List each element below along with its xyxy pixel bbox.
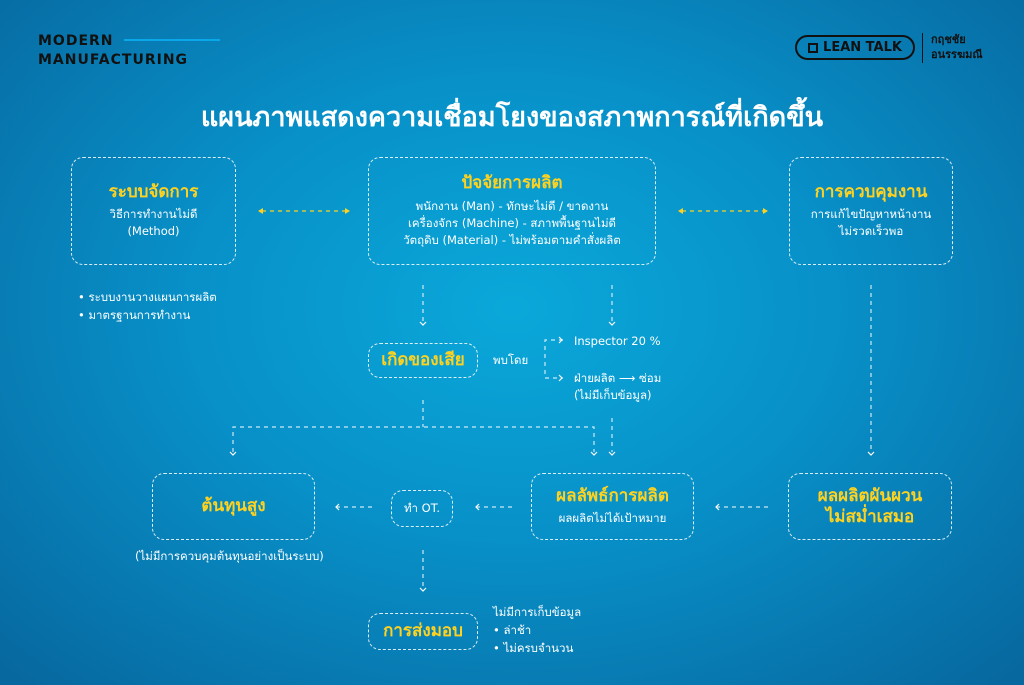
delivery-notes: ไม่มีการเก็บข้อมูล • ล่าช้า • ไม่ครบจำนว… (493, 603, 581, 657)
list-item: • ไม่ครบจำนวน (493, 641, 574, 655)
white-links (232, 285, 872, 588)
author: กฤชชัย อนรรฆมณี (931, 32, 983, 62)
brand: MODERN MANUFACTURING (38, 32, 220, 70)
control-line2: ไม่รวดเร็วพอ (838, 224, 904, 239)
list-item: • ล่าช้า (493, 623, 532, 637)
factors-box: ปัจจัยการผลิต พนักงาน (Man) - ทักษะไม่ดี… (368, 157, 656, 265)
cost-note: (ไม่มีการควบคุมต้นทุนอย่างเป็นระบบ) (135, 549, 324, 563)
management-box: ระบบจัดการ วิธีการทำงานไม่ดี (Method) (71, 157, 236, 265)
delivery-title: การส่งมอบ (383, 621, 463, 642)
waste-box: เกิดของเสีย (368, 343, 478, 378)
factor-machine: เครื่องจักร (Machine) - สภาพพื้นฐานไม่ดี (407, 215, 616, 230)
control-line1: การแก้ไขปัญหาหน้างาน (810, 207, 932, 222)
logo-text: LEAN TALK (823, 40, 902, 55)
result-line1: ผลผลิตไม่ได้เป้าหมาย (558, 510, 667, 525)
logo-divider (922, 33, 923, 63)
white-arrowheads (229, 321, 875, 592)
control-box: การควบคุมงาน การแก้ไขปัญหาหน้างาน ไม่รวด… (789, 157, 953, 265)
page-title: แผนภาพแสดงความเชื่อมโยงของสภาพการณ์ที่เก… (200, 102, 824, 133)
cost-box: ต้นทุนสูง (152, 473, 315, 540)
author-line2: อนรรฆมณี (931, 48, 983, 61)
management-line1: วิธีการทำงานไม่ดี (109, 207, 198, 222)
management-bullets: • ระบบงานวางแผนการผลิต • มาตรฐานการทำงาน (78, 288, 217, 324)
lean-talk-logo: LEAN TALK (795, 35, 915, 60)
logo-mark-icon (808, 42, 819, 53)
yellow-arrowheads (258, 208, 768, 214)
factor-material: วัตถุดิบ (Material) - ไม่พร้อมตามคำสั่งผ… (403, 232, 621, 247)
cost-title: ต้นทุนสูง (201, 496, 266, 517)
production-note: (ไม่มีเก็บข้อมูล) (574, 388, 652, 402)
delivery-note: ไม่มีการเก็บข้อมูล (493, 605, 582, 619)
ot-box: ทำ OT. (391, 490, 453, 527)
author-line1: กฤชชัย (931, 33, 966, 46)
fluctuation-box: ผลผลิตผันผวน ไม่สม่ำเสมอ (788, 473, 952, 540)
delivery-box: การส่งมอบ (368, 613, 478, 650)
inspector-label: Inspector 20 % (574, 334, 661, 348)
factor-man: พนักงาน (Man) - ทักษะไม่ดี / ขาดงาน (415, 198, 609, 213)
waste-title: เกิดของเสีย (381, 350, 465, 371)
list-item: • มาตรฐานการทำงาน (78, 308, 191, 322)
result-title: ผลลัพธ์การผลิต (556, 486, 669, 507)
result-box: ผลลัพธ์การผลิต ผลผลิตไม่ได้เป้าหมาย (531, 473, 694, 540)
brand-rule (124, 39, 220, 41)
management-line2: (Method) (127, 224, 180, 239)
production-label: ฝ่ายผลิต ⟶ ซ่อม (574, 371, 662, 385)
brand-line2: MANUFACTURING (38, 52, 189, 68)
found-by-label: พบโดย (493, 353, 529, 367)
ot-label: ทำ OT. (403, 501, 441, 515)
brand-line1: MODERN (38, 33, 114, 49)
list-item: • ระบบงานวางแผนการผลิต (78, 290, 217, 304)
factors-title: ปัจจัยการผลิต (461, 173, 563, 194)
fluct-title-2: ไม่สม่ำเสมอ (825, 506, 915, 527)
fluct-title-1: ผลผลิตผันผวน (817, 486, 923, 507)
control-title: การควบคุมงาน (814, 181, 928, 202)
management-title: ระบบจัดการ (108, 181, 199, 202)
